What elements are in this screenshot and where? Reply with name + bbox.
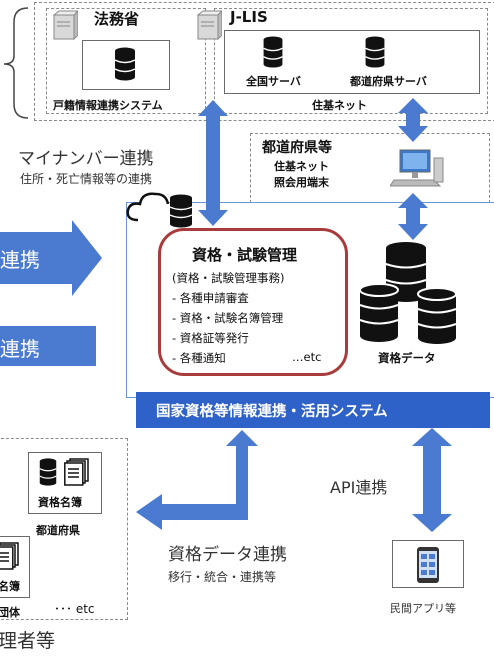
qualification-database-icon: [359, 242, 457, 344]
database-icon: [365, 36, 385, 68]
management-panel: [158, 228, 348, 376]
data-link-title: 資格データ連携: [168, 545, 287, 565]
roster-label: 資格名簿: [38, 496, 82, 509]
mynumber-title: マイナンバー連携: [18, 149, 154, 169]
database-icon: [39, 458, 57, 486]
smartphone-icon: [417, 547, 439, 583]
document-stack-icon: [0, 542, 19, 570]
server-icon: [196, 10, 222, 40]
database-icon: [263, 36, 283, 68]
moj-system-label: 戸籍情報連携システム: [53, 99, 163, 112]
management-item: - 資格・試験名簿管理: [172, 311, 284, 325]
etc-label: ･･･ etc: [54, 602, 95, 616]
mynumber-subtitle: 住所・死亡情報等の連携: [20, 172, 153, 186]
manager-label-cut: 理者等: [0, 630, 56, 652]
document-stack-icon: [64, 458, 89, 486]
computer-icon: [390, 149, 444, 187]
roster-label-cut: 名簿: [0, 580, 20, 593]
system-bar-label: 国家資格等情報連携・活用システム: [156, 404, 388, 420]
prefecture-line1: 住基ネット: [274, 160, 329, 173]
juki-net-label: 住基ネット: [312, 99, 367, 112]
prefectural-server-label: 都道府県サーバ: [350, 75, 427, 88]
qualification-data-label: 資格データ: [378, 351, 436, 365]
national-server-label: 全国サーバ: [246, 75, 301, 88]
cloud-database-icon: [126, 192, 193, 228]
prefecture-line2: 照会用端末: [274, 176, 329, 189]
management-item: - 資格証等発行: [172, 331, 249, 345]
management-item: - 各種申請審査: [172, 291, 249, 305]
group-label-cut: 団体: [0, 606, 20, 619]
management-subtitle: (資格・試験管理事務): [172, 271, 285, 285]
management-item: - 各種通知: [172, 351, 226, 365]
app-label: 民間アプリ等: [390, 602, 456, 615]
database-icon: [114, 47, 136, 81]
prefecture-title: 都道府県等: [262, 140, 332, 156]
api-label: API連携: [330, 478, 388, 497]
left-arrow-label-upper: 連携: [0, 248, 40, 272]
management-title: 資格・試験管理: [192, 246, 298, 264]
left-arrow-label-lower: 連携: [0, 337, 40, 361]
management-etc: …etc: [292, 350, 322, 364]
jlis-title: J-LIS: [230, 8, 268, 26]
prefecture-label: 都道府県: [36, 524, 80, 537]
moj-title: 法務省: [94, 10, 140, 28]
data-link-subtitle: 移行・統合・連携等: [168, 570, 277, 584]
top-frame: [34, 2, 494, 121]
system-bar: [136, 392, 490, 428]
server-icon: [52, 10, 78, 40]
